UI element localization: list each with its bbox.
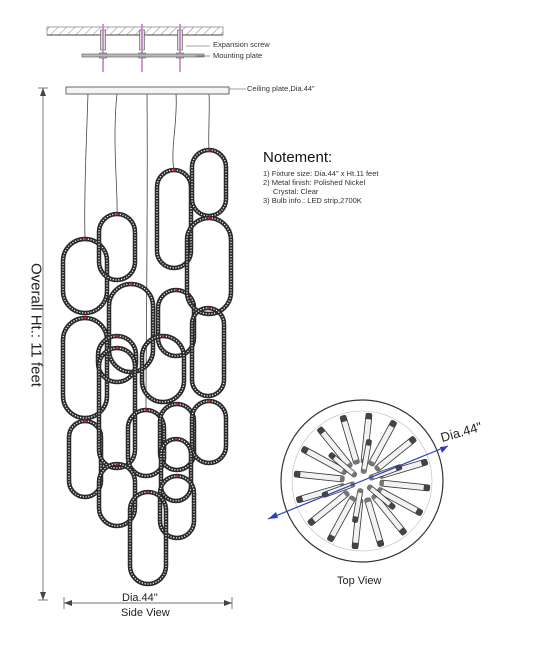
crystal-loop: [95, 333, 139, 385]
top-view-rod: [293, 470, 345, 483]
top-view-rod: [374, 435, 417, 472]
top-view-rod: [367, 419, 398, 467]
suspension-wire: [84, 93, 89, 240]
top-view-inner-ring: [291, 410, 433, 552]
expansion-screw-label: Expansion screw: [213, 40, 270, 49]
crystal-loops: [60, 147, 234, 587]
top-view-rod: [326, 495, 357, 543]
crystal-loop: [127, 489, 169, 587]
side-diameter-dimension: [63, 597, 233, 609]
mounting-detail: [46, 24, 224, 72]
top-view-label: Top View: [337, 575, 382, 587]
crystal-loop: [189, 147, 229, 219]
suspension-wire: [172, 93, 177, 171]
top-view-rod: [307, 490, 350, 527]
top-view-rod: [366, 484, 396, 510]
top-view-outer-circle: [280, 399, 444, 563]
crystal-loop: [96, 345, 138, 471]
side-diameter-label: Dia.44": [122, 592, 158, 604]
top-view-rod: [352, 488, 364, 523]
notes-title: Notement:: [263, 149, 333, 166]
crystal-loop: [184, 215, 234, 317]
top-view-rod: [364, 497, 385, 548]
crystal-loop: [154, 167, 194, 271]
ceiling-hatch: [46, 26, 224, 36]
top-view-rod: [371, 493, 408, 536]
crystal-loop: [189, 398, 229, 466]
top-view-rod: [339, 414, 360, 465]
ceiling-plate-label: Ceiling plate,Dia.44": [247, 84, 315, 93]
crystal-loop: [96, 211, 138, 283]
suspension-wire: [114, 93, 118, 215]
crystal-loop: [158, 436, 194, 504]
top-view-rod: [360, 439, 372, 474]
ceiling-plate: [65, 86, 230, 95]
crystal-loop: [189, 305, 227, 399]
crystal-loop: [66, 418, 104, 500]
top-view-rod: [328, 452, 358, 478]
top-view-rod: [316, 426, 353, 469]
top-view-rods: [293, 412, 431, 550]
suspension-wire: [208, 93, 210, 151]
side-view-label: Side View: [121, 607, 170, 619]
note-line: 3) Bulb info.: LED strip,2700K: [263, 196, 362, 205]
crystal-loop: [106, 281, 156, 375]
top-view-rod: [376, 486, 424, 517]
top-diameter-line: [267, 445, 449, 520]
crystal-loop: [139, 333, 187, 405]
crystal-loop: [157, 473, 197, 541]
suspension-wires: [84, 93, 210, 411]
overall-height-dimension: [38, 87, 48, 601]
mounting-plate-label: Mounting plate: [213, 51, 263, 60]
suspension-wire: [145, 93, 148, 411]
note-line: 1) Fixture size: Dia.44" x Ht.11 feet: [263, 169, 379, 178]
notes-block: Notement: 1) Fixture size: Dia.44" x Ht.…: [263, 149, 379, 205]
note-line: 2) Metal finish: Polished Nickel: [263, 178, 366, 187]
top-view: [267, 399, 449, 563]
overall-height-label: Overall Ht.: 11 feet: [27, 263, 45, 387]
mounting-plate: [81, 53, 205, 58]
note-line: Crystal: Clear: [273, 187, 319, 196]
crystal-loop: [60, 315, 110, 421]
top-view-rod: [379, 479, 431, 492]
